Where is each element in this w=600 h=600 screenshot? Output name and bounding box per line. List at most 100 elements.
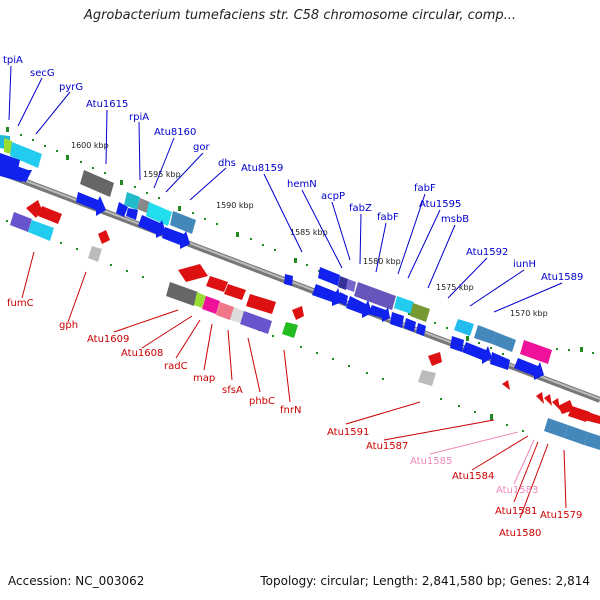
gene-feature <box>346 279 356 292</box>
gene-label[interactable]: Atu1587 <box>366 441 408 452</box>
gene-feature <box>162 227 190 249</box>
gene-label[interactable]: Atu1584 <box>452 471 494 482</box>
gene-label[interactable]: Atu1581 <box>495 506 537 517</box>
gene-label[interactable]: iunH <box>513 259 536 270</box>
gene-label[interactable]: acpP <box>321 191 345 202</box>
gene-label[interactable]: gor <box>193 142 210 153</box>
gene-label[interactable]: gph <box>59 320 78 331</box>
gene-label[interactable]: fabF <box>414 183 436 194</box>
kbp-marks: 1600 kbp 1595 kbp 1590 kbp 1585 kbp 1580… <box>71 141 548 318</box>
gene-label[interactable]: Atu1595 <box>419 199 461 210</box>
gene-feature <box>368 305 390 322</box>
kbp-mark: 1580 kbp <box>363 257 401 266</box>
gene-feature <box>536 392 544 404</box>
gene-label[interactable]: hemN <box>287 179 317 190</box>
gene-feature <box>502 380 510 390</box>
gene-label[interactable]: Atu8160 <box>154 127 196 138</box>
kbp-mark: 1590 kbp <box>216 201 254 210</box>
gene-feature <box>454 319 474 336</box>
gene-feature <box>137 198 150 213</box>
gene-feature <box>404 318 416 332</box>
gene-label[interactable]: pyrG <box>59 82 83 93</box>
gene-label[interactable]: Atu1579 <box>540 510 582 521</box>
gene-feature <box>568 406 590 422</box>
gene-label[interactable]: fumC <box>7 298 34 309</box>
gene-feature <box>418 370 436 386</box>
top-gene-labels: tpiA secG pyrG Atu1615 rpiA Atu8160 gor … <box>3 55 583 283</box>
gene-label[interactable]: phbC <box>249 396 275 407</box>
gene-label[interactable]: secG <box>30 68 55 79</box>
gene-feature <box>584 412 600 424</box>
gene-feature <box>390 312 404 328</box>
gene-feature <box>558 400 574 414</box>
top-leader-lines <box>8 65 563 313</box>
genome-map: 1600 kbp 1595 kbp 1590 kbp 1585 kbp 1580… <box>0 55 600 539</box>
kbp-mark: 1575 kbp <box>436 283 474 292</box>
gene-feature <box>170 211 196 234</box>
gene-feature <box>246 294 276 314</box>
gene-feature <box>202 296 220 314</box>
gene-feature <box>584 432 600 450</box>
gene-feature <box>88 246 102 262</box>
gene-feature <box>116 202 128 217</box>
bottom-gene-labels: fumC gph Atu1609 Atu1608 radC map sfsA p… <box>7 298 582 539</box>
gene-feature <box>166 282 198 306</box>
reverse-genes <box>10 200 600 450</box>
gene-feature <box>394 296 414 314</box>
gene-label[interactable]: dhs <box>218 158 236 169</box>
gene-label[interactable]: tpiA <box>3 55 23 66</box>
gene-feature <box>564 425 588 445</box>
gene-label[interactable]: fabF <box>377 212 399 223</box>
gene-feature <box>80 170 114 197</box>
gene-label[interactable]: sfsA <box>222 385 243 396</box>
gene-feature <box>428 352 442 366</box>
gene-feature <box>346 296 372 318</box>
gene-label[interactable]: Atu1608 <box>121 348 163 359</box>
gene-label[interactable]: fabZ <box>349 203 372 214</box>
gene-feature <box>124 192 140 210</box>
gene-feature <box>490 352 510 370</box>
gene-feature <box>544 418 568 438</box>
gene-feature <box>76 192 106 216</box>
gene-feature <box>216 302 234 320</box>
gene-label[interactable]: Atu1589 <box>541 272 583 283</box>
kbp-mark: 1595 kbp <box>143 170 181 179</box>
gene-label[interactable]: msbB <box>441 214 469 225</box>
gene-feature <box>450 336 464 352</box>
gene-feature <box>98 230 110 244</box>
gene-feature <box>338 292 348 306</box>
gene-feature <box>284 274 293 286</box>
gene-label[interactable]: map <box>193 373 215 384</box>
gene-feature <box>462 342 492 364</box>
gene-label[interactable]: Atu1615 <box>86 99 128 110</box>
gene-label[interactable]: Atu8159 <box>241 163 283 174</box>
gene-label[interactable]: Atu1592 <box>466 247 508 258</box>
gene-feature <box>514 358 544 380</box>
gene-feature <box>178 264 208 282</box>
gene-label[interactable]: Atu1609 <box>87 334 129 345</box>
gene-label[interactable]: Atu1583 <box>496 485 538 496</box>
forward-genes <box>0 135 552 380</box>
gene-feature <box>410 303 430 322</box>
gene-feature <box>552 398 560 410</box>
gene-feature <box>2 162 32 182</box>
gene-label[interactable]: Atu1585 <box>410 456 452 467</box>
gene-feature <box>492 332 516 352</box>
map-title: Agrobacterium tumefaciens str. C58 chrom… <box>83 8 517 23</box>
gene-feature <box>10 212 32 232</box>
gene-feature <box>224 284 246 300</box>
gene-feature <box>312 284 342 306</box>
gene-label[interactable]: rpiA <box>129 112 149 123</box>
gene-label[interactable]: radC <box>164 361 188 372</box>
gene-feature <box>318 267 340 286</box>
gene-label[interactable]: fnrN <box>280 405 301 416</box>
accession-text: Accession: NC_003062 <box>8 574 145 588</box>
gene-feature <box>544 394 552 406</box>
gene-label[interactable]: Atu1580 <box>499 528 541 539</box>
gene-label[interactable]: Atu1591 <box>327 427 369 438</box>
gene-feature <box>292 306 304 320</box>
gene-feature <box>194 292 206 308</box>
gene-feature <box>126 208 138 220</box>
gene-feature <box>206 276 228 292</box>
